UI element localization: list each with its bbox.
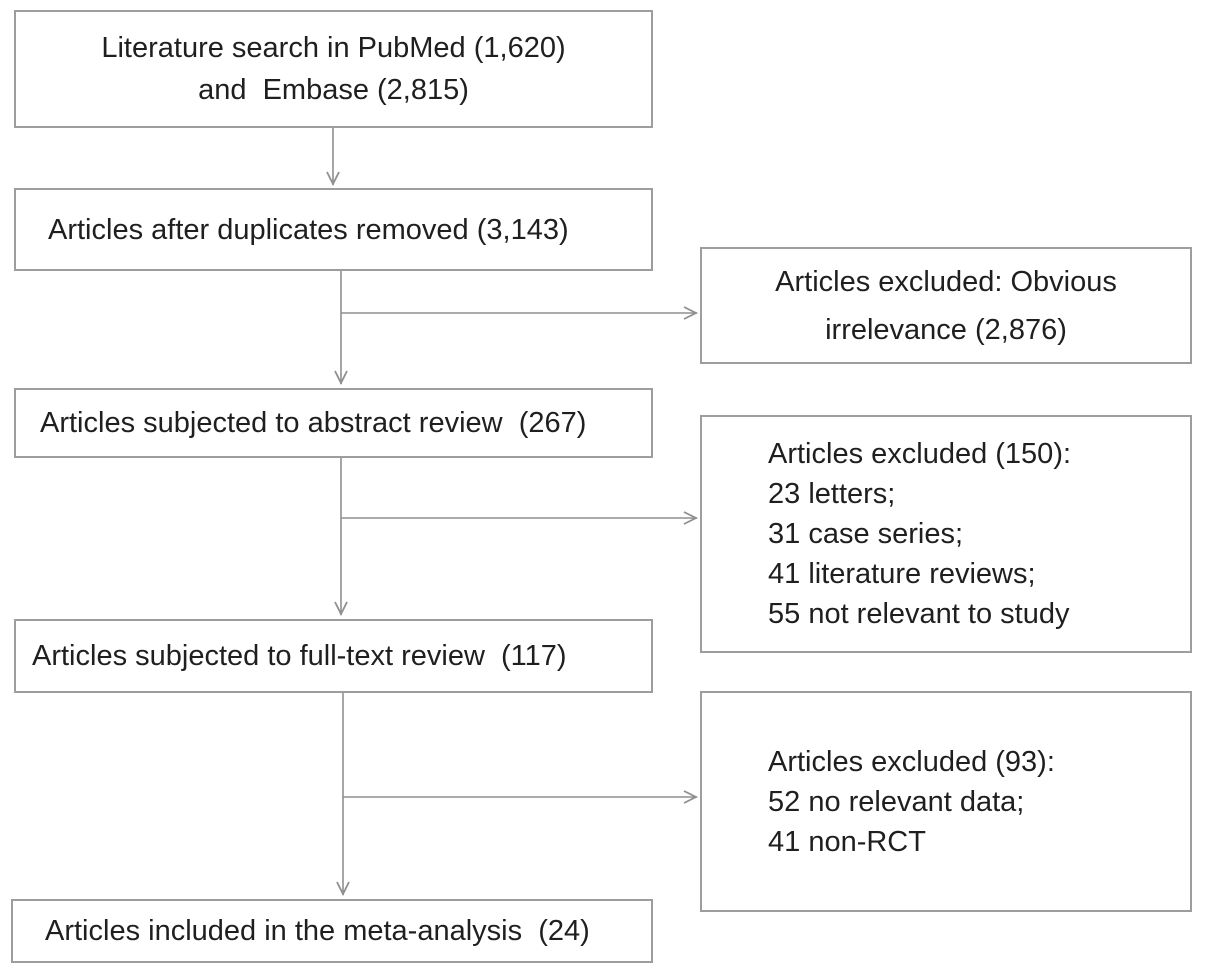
- box-text-line: Articles excluded (150):: [768, 438, 1072, 470]
- flow-box-excluded-after-abstract-review: Articles excluded (150): 23 letters; 31 …: [700, 415, 1192, 653]
- box-text-line: 52 no relevant data;: [768, 785, 1025, 818]
- flow-box-abstract-review: Articles subjected to abstract review (2…: [14, 388, 653, 458]
- box-text-line: Literature search in PubMed (1,620): [101, 32, 566, 64]
- box-text-line: Articles subjected to full-text review (…: [32, 640, 567, 672]
- flow-box-excluded-after-fulltext-review: Articles excluded (93): 52 no relevant d…: [700, 691, 1192, 912]
- box-text-line: Articles included in the meta-analysis (…: [45, 915, 590, 947]
- box-text-line: 31 case series;: [768, 518, 964, 550]
- box-text-line: Articles excluded (93):: [768, 745, 1055, 778]
- box-text-line: 41 non-RCT: [768, 825, 926, 858]
- box-text-line: Articles after duplicates removed (3,143…: [48, 213, 569, 246]
- flow-box-included-meta-analysis: Articles included in the meta-analysis (…: [11, 899, 653, 963]
- box-text-line: 23 letters;: [768, 478, 896, 510]
- flow-box-fulltext-review: Articles subjected to full-text review (…: [14, 619, 653, 693]
- flow-box-excluded-obvious-irrelevance: Articles excluded: Obvious irrelevance (…: [700, 247, 1192, 364]
- box-text-line: Articles excluded: Obvious: [775, 265, 1117, 298]
- box-text-line: and Embase (2,815): [198, 74, 469, 106]
- box-text-line: irrelevance (2,876): [825, 313, 1067, 346]
- box-text-line: 55 not relevant to study: [768, 598, 1070, 630]
- flow-box-literature-search: Literature search in PubMed (1,620) and …: [14, 10, 653, 128]
- box-text-line: Articles subjected to abstract review (2…: [40, 407, 587, 439]
- box-text-line: 41 literature reviews;: [768, 558, 1036, 590]
- flow-box-after-duplicates: Articles after duplicates removed (3,143…: [14, 188, 653, 271]
